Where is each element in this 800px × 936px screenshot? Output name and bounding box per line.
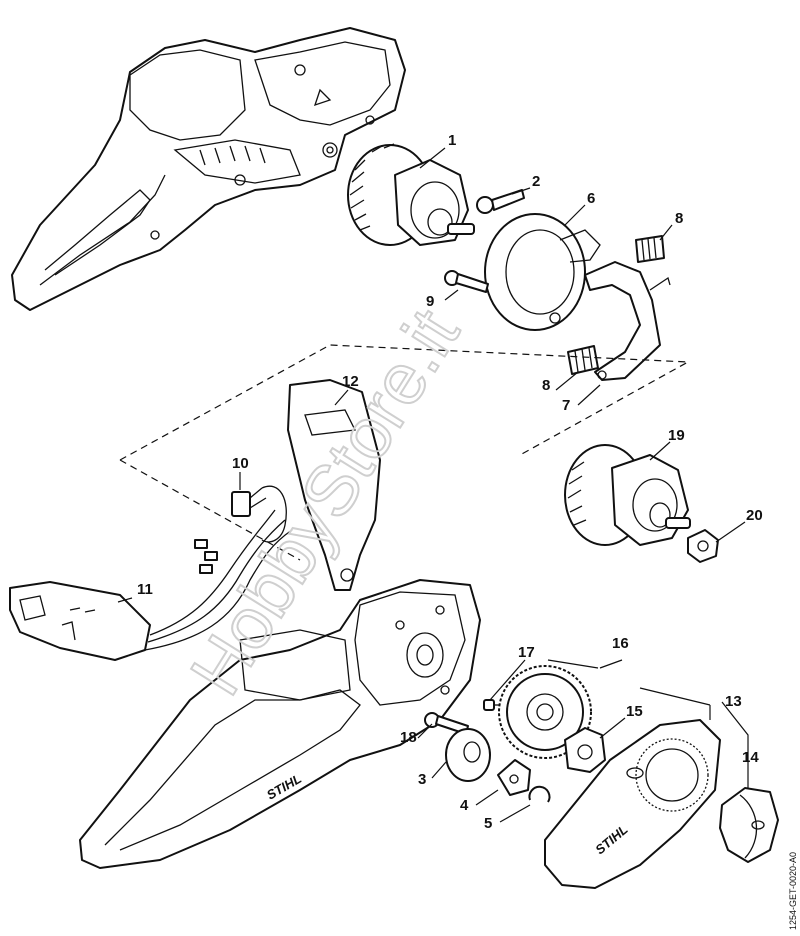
housing-shell-top xyxy=(11,27,406,311)
callout-4: 4 xyxy=(460,797,469,814)
drive-part-4 xyxy=(497,759,531,796)
callout-13: 13 xyxy=(725,693,742,710)
circlip-part-5 xyxy=(528,785,551,803)
motor-part-1 xyxy=(347,143,475,246)
flange-part-3 xyxy=(445,728,491,782)
switch-part-10 xyxy=(231,485,287,543)
screw-part-9 xyxy=(444,270,489,293)
motor-part-19 xyxy=(564,444,691,546)
callout-20: 20 xyxy=(746,507,763,524)
side-cap-part-14 xyxy=(719,787,779,863)
callout-8-bottom: 8 xyxy=(542,377,550,394)
nut-part-20 xyxy=(687,529,719,563)
spring-part-8-top xyxy=(635,235,665,263)
callout-2: 2 xyxy=(532,173,540,190)
callout-labels: 1 2 6 8 9 8 7 12 19 10 20 11 17 16 13 15… xyxy=(137,132,763,832)
knob-part-15 xyxy=(564,727,606,773)
callout-8-top: 8 xyxy=(675,210,683,227)
callout-5: 5 xyxy=(484,815,492,832)
electronics-module-part-11 xyxy=(9,509,293,661)
brake-handle-part-12 xyxy=(287,379,381,591)
callout-10: 10 xyxy=(232,455,249,472)
leader-lines xyxy=(117,147,749,823)
sprocket-part-16 xyxy=(498,665,592,759)
callout-15: 15 xyxy=(626,703,643,720)
callout-3: 3 xyxy=(418,771,426,788)
callout-9: 9 xyxy=(426,293,434,310)
callout-14: 14 xyxy=(742,749,759,766)
callout-18: 18 xyxy=(400,729,417,746)
screw-part-17 xyxy=(483,699,500,711)
callout-19: 19 xyxy=(668,427,685,444)
callout-16: 16 xyxy=(612,635,629,652)
callout-7: 7 xyxy=(562,397,570,414)
spring-part-8-bottom xyxy=(567,345,599,375)
screw-part-2 xyxy=(476,189,525,214)
callout-6: 6 xyxy=(587,190,595,207)
brake-housing-part-6 xyxy=(484,213,601,331)
document-id: 1254-GET-0020-A0 xyxy=(788,852,798,930)
dashed-assembly-outline xyxy=(119,344,691,561)
callout-1: 1 xyxy=(448,132,456,149)
callout-12: 12 xyxy=(342,373,359,390)
housing-shell-bottom: STIHL xyxy=(79,579,481,869)
brake-lever-part-7 xyxy=(584,261,671,381)
callout-11: 11 xyxy=(137,581,153,598)
callout-17: 17 xyxy=(518,644,535,661)
sprocket-cover-part-13: STIHL xyxy=(544,719,721,889)
